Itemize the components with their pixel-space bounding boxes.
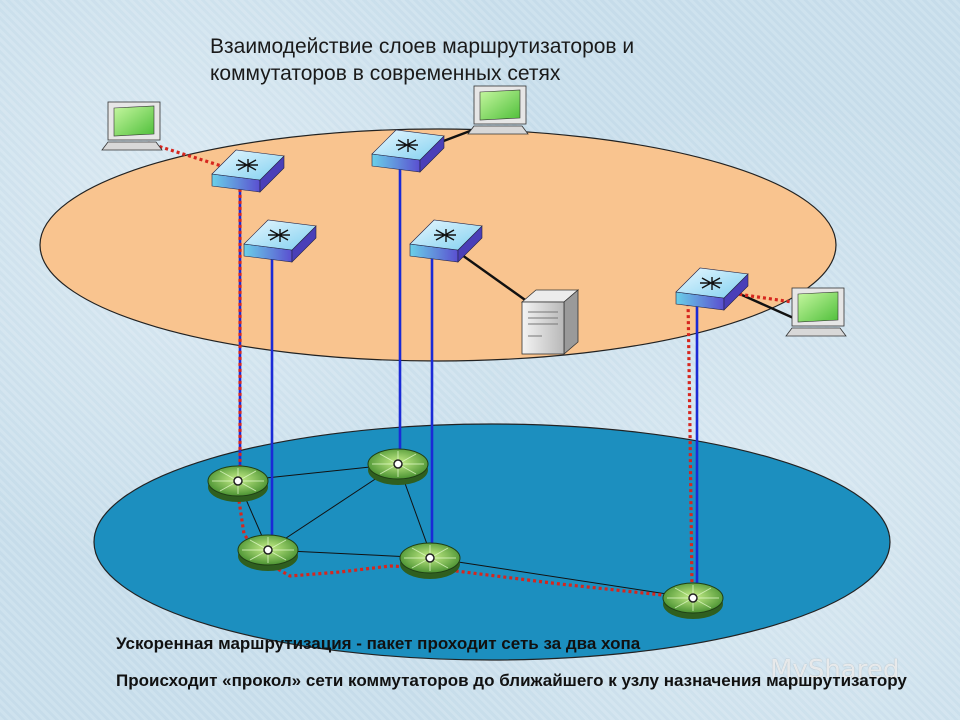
title-line-1: Взаимодействие слоев маршрутизаторов и bbox=[210, 35, 635, 58]
server-icon bbox=[520, 289, 580, 355]
page-title: Взаимодействие слоев маршрутизаторов и к… bbox=[210, 33, 770, 87]
title-line-2: коммутаторов в современных сетях bbox=[210, 62, 561, 85]
watermark: MyShared bbox=[770, 655, 900, 685]
computer-icon bbox=[101, 101, 163, 151]
caption-switch-bypass: Происходит «прокол» сети коммутаторов до… bbox=[116, 671, 907, 690]
caption-fast-routing: Ускоренная маршрутизация - пакет проходи… bbox=[116, 634, 641, 653]
router-icon bbox=[399, 542, 461, 579]
packet-path bbox=[147, 141, 793, 600]
switch-icon bbox=[243, 219, 317, 263]
computer-icon bbox=[785, 287, 847, 337]
switch-icon bbox=[409, 219, 483, 263]
computer-icon bbox=[467, 85, 529, 135]
router-layer bbox=[93, 423, 891, 661]
router-icon bbox=[207, 465, 269, 502]
router-icon bbox=[367, 448, 429, 485]
router-icon bbox=[662, 582, 724, 619]
switch-icon bbox=[211, 149, 285, 193]
switch-icon bbox=[371, 129, 445, 173]
router-icon bbox=[237, 534, 299, 571]
switch-icon bbox=[675, 267, 749, 311]
